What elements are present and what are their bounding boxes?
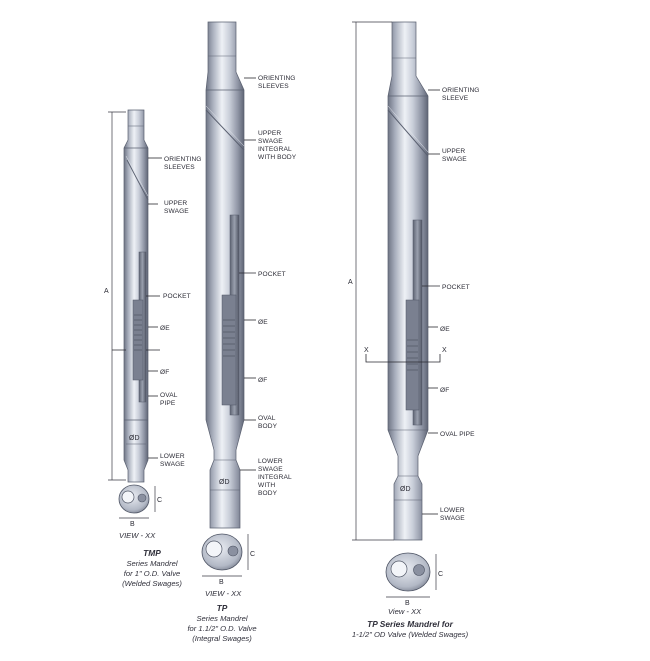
tpw-callout-orienting: ORIENTING — [442, 87, 480, 94]
tmp-section-view: B C VIEW - XX — [118, 484, 162, 540]
tmp-caption-4: (Welded Swages) — [122, 579, 182, 588]
tmp-caption-2: Series Mandrel — [126, 559, 177, 568]
tp-welded-section-view: B C View - XX — [385, 552, 443, 616]
tpi-caption-2: Series Mandrel — [196, 614, 247, 623]
tpi-callout-integral: INTEGRAL — [258, 146, 292, 153]
tpw-caption-2: 1-1/2" OD Valve (Welded Swages) — [352, 630, 469, 639]
tmp-view-label: VIEW - XX — [119, 531, 156, 540]
tpw-x-right: X — [442, 347, 447, 354]
tp-integral-callouts: ORIENTING SLEEVES UPPER SWAGE INTEGRAL W… — [239, 75, 297, 497]
tpi-callout-oval: OVAL — [258, 415, 276, 422]
tmp-dim-a-label: A — [104, 288, 109, 295]
tpw-callout-swage: SWAGE — [442, 156, 467, 163]
tpi-callout-upper: UPPER — [258, 130, 281, 137]
tpw-dim-a-label: A — [348, 279, 353, 286]
tmp-callout-oe: ØE — [160, 325, 170, 332]
tpi-callout-body: BODY — [258, 423, 278, 430]
tpi-callout-with: WITH — [258, 482, 275, 489]
tpw-callout-sleeve: SLEEVE — [442, 95, 469, 102]
tpw-x-left: X — [364, 347, 369, 354]
tpi-callout-orienting: ORIENTING — [258, 75, 296, 82]
tmp-callout-lower: LOWER — [160, 453, 185, 460]
tmp-dim-b-label: B — [130, 521, 135, 528]
tpi-callout-body-lower: BODY — [258, 490, 278, 497]
tmp-dim-a: A — [104, 111, 126, 481]
tpi-callout-lower: LOWER — [258, 458, 283, 465]
tpi-callout-sleeves: SLEEVES — [258, 83, 289, 90]
tp-integral-body — [205, 21, 245, 529]
tp-integral-mandrel: ØD ORIENTING SLEEVES UPPER SWAGE INTEGRA… — [187, 21, 297, 643]
tpw-dim-c-label: C — [438, 571, 443, 578]
tmp-body — [123, 109, 149, 483]
tmp-caption-1: TMP — [143, 548, 161, 558]
tpi-dim-b-label: B — [219, 579, 224, 586]
tp-welded-dim-a: A — [348, 21, 394, 541]
tmp-dim-c-label: C — [157, 497, 162, 504]
tpw-callout-upper: UPPER — [442, 148, 465, 155]
tpw-caption-1: TP Series Mandrel for — [367, 619, 454, 629]
tmp-callout-upper: UPPER — [164, 200, 187, 207]
tmp-callout-swage-lower: SWAGE — [160, 461, 185, 468]
tpi-callout-integral-lower: INTEGRAL — [258, 474, 292, 481]
tpi-callout-with-body: WITH BODY — [258, 154, 297, 161]
tpi-callout-oe: ØE — [258, 319, 268, 326]
tpi-callout-of: ØF — [258, 377, 267, 384]
tp-integral-dim-od-label: ØD — [219, 479, 230, 486]
tp-integral-caption: TP Series Mandrel for 1.1/2" O.D. Valve … — [187, 603, 256, 643]
tp-welded-callouts: ORIENTING SLEEVE UPPER SWAGE POCKET ØE Ø… — [422, 87, 480, 522]
tmp-callout-swage: SWAGE — [164, 208, 189, 215]
tpw-callout-lower: LOWER — [440, 507, 465, 514]
tpi-caption-4: (Integral Swages) — [192, 634, 252, 643]
tmp-caption-3: for 1" O.D. Valve — [124, 569, 180, 578]
tmp-dim-od-label: ØD — [129, 435, 140, 442]
tpi-caption-3: for 1.1/2" O.D. Valve — [187, 624, 256, 633]
tmp-callouts: ORIENTING SLEEVES UPPER SWAGE POCKET ØE … — [146, 156, 202, 468]
tpw-callout-pocket: POCKET — [442, 284, 470, 291]
tmp-callout-orienting: ORIENTING — [164, 156, 202, 163]
tmp-callout-oval: OVAL — [160, 392, 178, 399]
tpi-caption-1: TP — [217, 603, 228, 613]
tpw-dim-b-label: B — [405, 600, 410, 607]
tpw-view-label: View - XX — [388, 607, 422, 616]
tpw-callout-of: ØF — [440, 387, 449, 394]
tpw-callout-oval-pipe: OVAL PIPE — [440, 431, 475, 438]
tpw-callout-oe: ØE — [440, 326, 450, 333]
tpi-dim-c-label: C — [250, 551, 255, 558]
tp-welded-mandrel: A X X ØD ORIENTING SLEEVE UPPER SWAGE PO… — [348, 21, 480, 639]
tp-integral-section-view: B C VIEW - XX — [201, 533, 255, 598]
tpi-view-label: VIEW - XX — [205, 589, 242, 598]
tpw-callout-swage-lower: SWAGE — [440, 515, 465, 522]
tp-welded-section-xx: X X — [364, 347, 447, 363]
tp-welded-body — [387, 21, 429, 541]
tmp-callout-of: ØF — [160, 369, 169, 376]
tpi-callout-swage-lower: SWAGE — [258, 466, 283, 473]
tmp-mandrel: A ØD ORIENTING SLEEVES UPPER SWAGE POCKE… — [104, 109, 202, 588]
tpi-callout-pocket: POCKET — [258, 271, 286, 278]
tmp-callout-pipe: PIPE — [160, 400, 176, 407]
tpi-callout-swage: SWAGE — [258, 138, 283, 145]
tpw-dim-od-label: ØD — [400, 486, 411, 493]
tmp-callout-pocket: POCKET — [163, 293, 191, 300]
tp-welded-caption: TP Series Mandrel for 1-1/2" OD Valve (W… — [352, 619, 469, 639]
tmp-caption: TMP Series Mandrel for 1" O.D. Valve (We… — [122, 548, 182, 588]
tmp-callout-sleeves: SLEEVES — [164, 164, 195, 171]
